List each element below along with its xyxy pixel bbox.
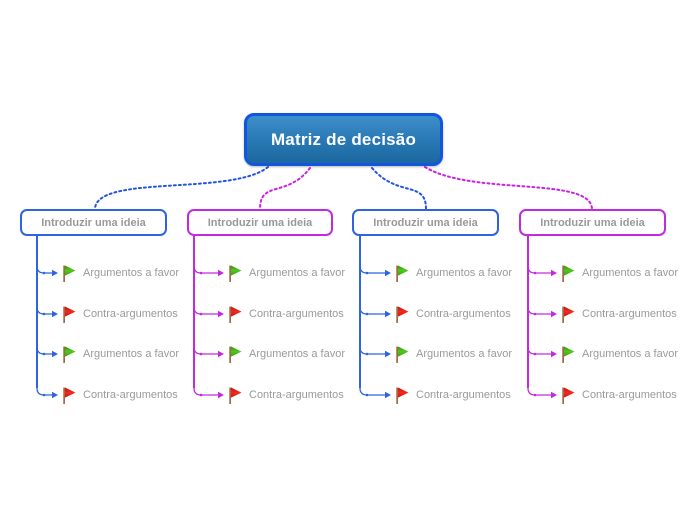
idea-node-3[interactable]: Introduzir uma ideia	[352, 209, 499, 236]
red-flag-icon	[63, 306, 76, 323]
leaf-row[interactable]: Contra-argumentos	[393, 304, 511, 324]
leaf-row[interactable]: Contra-argumentos	[226, 304, 344, 324]
leaf-row[interactable]: Argumentos a favor	[60, 344, 179, 364]
red-flag-icon	[396, 306, 409, 323]
red-flag-icon	[229, 387, 242, 404]
leaf-label: Contra-argumentos	[249, 308, 344, 320]
branch-curve-1	[94, 166, 269, 210]
green-flag-icon	[562, 346, 575, 363]
leaf-label: Contra-argumentos	[83, 389, 178, 401]
leaf-row[interactable]: Contra-argumentos	[559, 304, 677, 324]
leaf-row[interactable]: Argumentos a favor	[559, 344, 678, 364]
red-flag-icon	[562, 306, 575, 323]
leaf-row[interactable]: Argumentos a favor	[559, 263, 678, 283]
leaf-label: Argumentos a favor	[249, 267, 345, 279]
idea-3-connectors	[359, 236, 391, 399]
leaf-row[interactable]: Contra-argumentos	[226, 385, 344, 405]
red-flag-icon	[396, 387, 409, 404]
idea-node-2[interactable]: Introduzir uma ideia	[187, 209, 333, 236]
leaf-label: Argumentos a favor	[582, 348, 678, 360]
green-flag-icon	[229, 265, 242, 282]
leaf-label: Argumentos a favor	[416, 348, 512, 360]
green-flag-icon	[396, 346, 409, 363]
branch-curve-4	[424, 166, 593, 210]
leaf-label: Contra-argumentos	[416, 308, 511, 320]
root-topic-label: Matriz de decisão	[270, 129, 417, 149]
idea-node-1[interactable]: Introduzir uma ideia	[20, 209, 167, 236]
idea-node-1-label: Introduzir uma ideia	[41, 216, 146, 229]
leaf-label: Argumentos a favor	[83, 267, 179, 279]
idea-node-3-label: Introduzir uma ideia	[373, 216, 478, 229]
green-flag-icon	[63, 346, 76, 363]
red-flag-icon	[562, 387, 575, 404]
red-flag-icon	[229, 306, 242, 323]
green-flag-icon	[396, 265, 409, 282]
leaf-label: Contra-argumentos	[249, 389, 344, 401]
leaf-row[interactable]: Argumentos a favor	[393, 263, 512, 283]
green-flag-icon	[229, 346, 242, 363]
leaf-row[interactable]: Argumentos a favor	[393, 344, 512, 364]
leaf-label: Argumentos a favor	[582, 267, 678, 279]
leaf-row[interactable]: Contra-argumentos	[60, 385, 178, 405]
branch-curve-3	[371, 167, 427, 210]
leaf-row[interactable]: Contra-argumentos	[60, 304, 178, 324]
leaf-label: Argumentos a favor	[83, 348, 179, 360]
leaf-label: Contra-argumentos	[416, 389, 511, 401]
leaf-label: Contra-argumentos	[582, 389, 677, 401]
leaf-row[interactable]: Argumentos a favor	[60, 263, 179, 283]
green-flag-icon	[63, 265, 76, 282]
idea-node-4-label: Introduzir uma ideia	[540, 216, 645, 229]
idea-2-connectors	[193, 236, 224, 399]
leaf-label: Contra-argumentos	[83, 308, 178, 320]
root-topic-node[interactable]: Matriz de decisão	[244, 113, 443, 166]
idea-node-4[interactable]: Introduzir uma ideia	[519, 209, 666, 236]
red-flag-icon	[63, 387, 76, 404]
leaf-row[interactable]: Argumentos a favor	[226, 263, 345, 283]
leaf-row[interactable]: Contra-argumentos	[393, 385, 511, 405]
leaf-label: Argumentos a favor	[249, 348, 345, 360]
idea-1-connectors	[36, 236, 58, 399]
leaf-row[interactable]: Argumentos a favor	[226, 344, 345, 364]
leaf-row[interactable]: Contra-argumentos	[559, 385, 677, 405]
leaf-label: Argumentos a favor	[416, 267, 512, 279]
green-flag-icon	[562, 265, 575, 282]
branch-curve-2	[259, 167, 311, 210]
leaf-label: Contra-argumentos	[582, 308, 677, 320]
idea-4-connectors	[527, 236, 557, 399]
root-branch-curves	[94, 166, 593, 210]
idea-node-2-label: Introduzir uma ideia	[207, 216, 313, 229]
